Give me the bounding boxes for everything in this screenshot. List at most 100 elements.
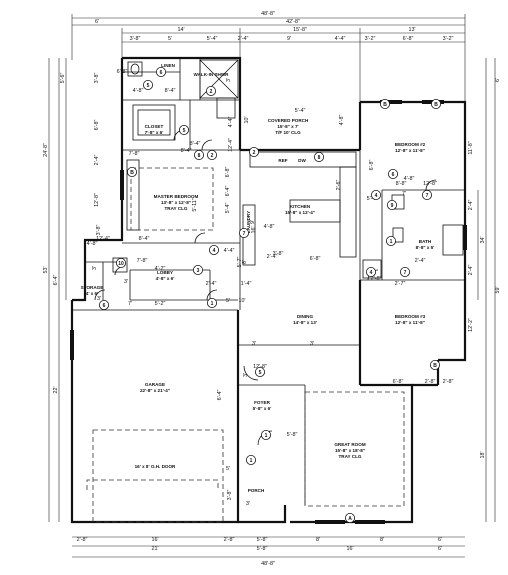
dim-right-2-4-b: 2'-4"	[468, 265, 474, 276]
room-storage-label: STORAGE	[81, 285, 104, 290]
dim-top-6: 6'	[95, 19, 99, 25]
tag-5-icon: 5	[178, 125, 189, 136]
tag-B-icon: B	[429, 359, 440, 370]
svg-text:7: 7	[404, 270, 407, 276]
room-lobby-size: 4'-8" x 6'	[156, 276, 175, 281]
dim-bottom-2-8-a: 2'-8"	[77, 537, 88, 543]
interior-dim-51: 6'-8"	[117, 69, 128, 75]
interior-dim-14: 6'-8"	[310, 256, 321, 262]
room-shower-label: WALK-IN SHWR	[194, 72, 230, 77]
dim-top-4-4: 4'-4"	[335, 36, 346, 42]
svg-text:6: 6	[160, 70, 163, 76]
windows	[70, 100, 467, 524]
room-great-note: TRAY CLG	[339, 454, 362, 459]
room-porch-note: T/F 10' CLG	[275, 130, 301, 135]
interior-dim-33: 2'-8"	[371, 276, 382, 282]
tag-7-icon: 7	[399, 266, 410, 277]
dim-bottom-16: 16'	[151, 537, 158, 543]
svg-text:2: 2	[253, 150, 256, 156]
room-laundry-label: LAUNDRY	[246, 211, 251, 233]
tag-2-icon: 2	[205, 86, 216, 97]
interior-dim-8: 2'-6"	[336, 180, 342, 191]
svg-text:8: 8	[198, 153, 201, 159]
svg-text:A: A	[348, 516, 352, 522]
interior-dim-42: 3'	[243, 373, 249, 377]
room-foyer-label: FOYER	[254, 400, 271, 405]
room-labels: LINEN WALK-IN SHWR CLOSET 7'-8" x 6' COV…	[81, 63, 435, 493]
svg-text:4: 4	[370, 270, 373, 276]
dim-right-18: 18'	[480, 451, 486, 458]
dim-top-13: 13'	[408, 27, 415, 33]
room-dining-size: 14'-8" x 13'	[293, 320, 317, 325]
tag-8-icon: 8	[313, 151, 324, 162]
dim-bottom-8-a: 8'	[316, 537, 320, 543]
svg-text:1: 1	[250, 458, 253, 464]
svg-text:7: 7	[243, 231, 246, 237]
interior-dim-56: 5'-4"	[367, 196, 378, 202]
interior-dim-44: 6'-4"	[225, 186, 231, 197]
room-storage-size: 4' x 6'	[86, 291, 98, 296]
interior-dim-49: 4'-2"	[155, 266, 166, 272]
dim-left-3-8: 3'-8"	[94, 73, 100, 84]
dim-bottom-6-b: 6'	[438, 546, 442, 552]
dim-top-42-8: 42'-8"	[286, 19, 300, 25]
tag-6-icon: 6	[387, 168, 398, 179]
dim-top-overall: 48'-8"	[261, 11, 275, 17]
interior-dim-26: 4'-8"	[339, 115, 345, 126]
tag-1-icon: 1	[260, 429, 271, 440]
room-kitchen-size: 15'-8" x 12'-4"	[285, 210, 315, 215]
interior-dim-13: 2'-4"	[415, 258, 426, 264]
room-bath-size: 8'-8" x 5'	[416, 245, 435, 250]
interior-dim-17: 6'-8"	[393, 379, 404, 385]
room-lobby-label: LOBBY	[157, 270, 173, 275]
dim-right-2-4-a: 2'-4"	[468, 200, 474, 211]
dim-left-24-8: 24'-8"	[43, 143, 49, 157]
svg-text:2: 2	[211, 153, 214, 159]
tag-7-icon: 7	[238, 227, 249, 238]
interior-dim-23: 1'-4"	[241, 281, 252, 287]
dim-top-3-2-b: 3'-2"	[443, 36, 454, 42]
room-porch-front-label: PORCH	[248, 488, 265, 493]
tag-1-icon: 1	[206, 297, 217, 308]
svg-text:10: 10	[118, 261, 124, 267]
dim-right-11-8: 11'-8"	[468, 141, 474, 154]
ref-label: REF	[278, 158, 287, 163]
interior-dim-15: 3'	[310, 341, 314, 347]
interior-dim-21: 4'-4"	[224, 248, 235, 254]
interior-dim-22: 5'-7"	[237, 257, 243, 268]
room-master-size: 13'-8" x 12'-8"	[161, 200, 191, 205]
dim-bottom-5-8-b: 5'-8"	[257, 546, 268, 552]
interior-dim-5: 3'-8"	[96, 225, 102, 236]
interior-dim-16: 3'	[252, 341, 256, 347]
interior-dim-54: 5'-4"	[295, 108, 306, 114]
dim-bottom-2-8-b: 2'-8"	[224, 537, 235, 543]
dim-top-5: 5'	[168, 36, 172, 42]
dim-left-3-a: 3'	[92, 266, 98, 270]
tag-4-icon: 4	[365, 266, 376, 277]
tag-A-icon: A	[344, 513, 355, 524]
fixtures	[112, 59, 464, 279]
interior-dim-1: 8'-4"	[165, 88, 176, 94]
dim-bottom-16-b: 16'	[346, 546, 353, 552]
svg-text:6: 6	[103, 303, 106, 309]
room-closet-size: 7'-8" x 6'	[145, 130, 164, 135]
dim-bottom-overall: 48'-8"	[261, 561, 275, 567]
svg-text:5: 5	[183, 128, 186, 134]
tag-4-icon: 4	[370, 189, 381, 200]
svg-text:9: 9	[391, 203, 394, 209]
interior-dim-30: 6'-4"	[217, 390, 223, 401]
tag-2-icon: 2	[248, 146, 259, 157]
interior-dim-3: 7'-8"	[129, 151, 140, 157]
tag-6-icon: 6	[155, 67, 166, 78]
interior-dim-25: 4'-4"	[228, 117, 234, 128]
room-kitchen-label: KITCHEN	[290, 204, 311, 209]
dim-left-6-8: 6'-8"	[94, 120, 100, 131]
svg-text:4: 4	[213, 248, 216, 254]
dim-top-5-4: 5'-4"	[207, 36, 218, 42]
dim-left-4-8: 4'-8"	[87, 241, 98, 247]
interior-dimension-labels: 4'-8"8'-4"8'-4"7'-8"8'-4"3'-8"12'-4"5'-1…	[96, 69, 453, 507]
dim-right-59: 59'	[495, 286, 501, 293]
interior-dim-29: 10'	[238, 298, 245, 304]
